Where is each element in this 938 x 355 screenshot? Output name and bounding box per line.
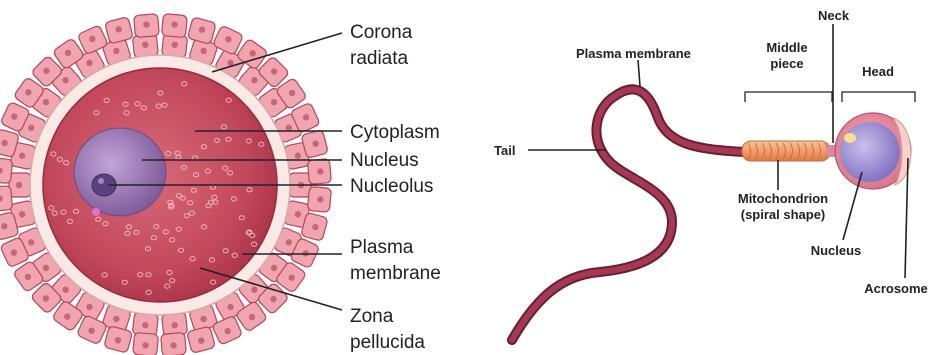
label-middle-line2: piece <box>770 56 803 71</box>
label-plasma-line1: Plasma <box>350 237 414 258</box>
label-nucleus: Nucleus <box>350 150 419 171</box>
label-plasma-membrane-sperm: Plasma membrane <box>576 46 691 61</box>
middle-piece-bracket <box>745 92 832 102</box>
sperm: Neck Plasma membrane Middle piece Head T… <box>494 8 928 340</box>
cytoplasm-spot <box>92 208 100 216</box>
label-sperm-nucleus: Nucleus <box>811 243 862 258</box>
head-bracket <box>842 92 915 102</box>
head-highlight <box>844 133 856 143</box>
label-cytoplasm: Cytoplasm <box>350 122 440 143</box>
label-plasma-line2: membrane <box>350 263 441 284</box>
label-mito-line2: (spiral shape) <box>741 207 826 222</box>
label-corona-line1: Corona <box>350 22 413 43</box>
label-tail: Tail <box>494 143 515 158</box>
sperm-tail-outline <box>512 89 745 340</box>
nucleolus-highlight <box>98 178 104 184</box>
nucleus <box>74 128 166 216</box>
label-nucleolus: Nucleolus <box>350 176 433 197</box>
label-head: Head <box>862 64 894 79</box>
label-zona-line2: pellucida <box>350 332 425 353</box>
label-zona-line1: Zona <box>350 306 394 327</box>
sperm-tail <box>512 89 745 340</box>
label-neck: Neck <box>818 8 850 23</box>
label-middle-line1: Middle <box>766 40 807 55</box>
ovum: Corona radiata Cytoplasm Nucleus Nucleol… <box>0 14 441 355</box>
label-acrosome: Acrosome <box>864 281 928 296</box>
sperm-nucleus <box>840 122 900 182</box>
plasma-membrane-leader-sperm <box>638 60 640 86</box>
label-corona-line2: radiata <box>350 48 409 69</box>
label-mito-line1: Mitochondrion <box>738 191 828 206</box>
